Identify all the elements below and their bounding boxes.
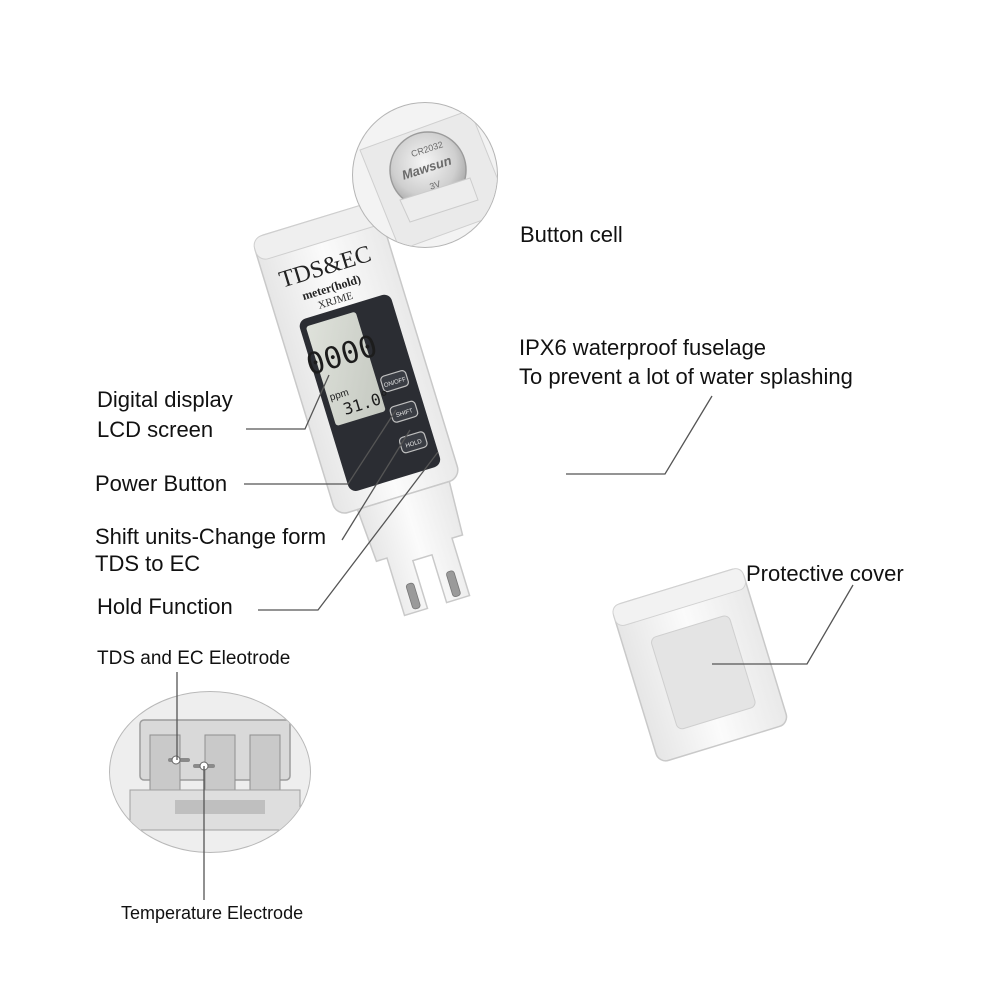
leader-waterproof (566, 395, 713, 475)
hold-button[interactable] (398, 431, 429, 454)
lcd-screen (306, 312, 386, 426)
protective-cover (612, 568, 788, 762)
label-button-cell: Button cell (520, 222, 623, 247)
lcd-unit: ppm (328, 387, 350, 403)
meter-stem (356, 480, 471, 617)
leader-power (244, 409, 397, 485)
label-temperature-electrode: Temperature Electrode (121, 903, 304, 923)
label-hold-function: Hold Function (97, 594, 233, 619)
label-display-line-2: LCD screen (97, 417, 214, 442)
power-button[interactable] (380, 370, 410, 393)
leader-display (246, 374, 330, 430)
electrode-pin-right (446, 570, 461, 598)
leader-cover (712, 584, 854, 665)
label-shift-line-1: Shift units-Change form (95, 524, 327, 549)
label-protective-cover: Protective cover (746, 561, 904, 586)
leader-shift (341, 429, 411, 541)
battery-inset: CR2032 Mawsun 3V (352, 102, 498, 248)
label-waterproof-line-1: IPX6 waterproof fuselage (519, 335, 767, 360)
leader-hold (258, 451, 439, 611)
shift-button-label: SHIFT (395, 408, 414, 419)
battery-text-voltage: 3V (428, 179, 442, 192)
leader-lines (176, 374, 854, 900)
label-shift-line-2: TDS to EC (95, 551, 201, 576)
electrode-inset (109, 691, 311, 853)
tds-electrode-pin (171, 755, 181, 765)
label-tds-ec-electrode: TDS and EC Eleotrode (97, 648, 291, 669)
label-display-line-1: Digital display (97, 387, 233, 412)
label-waterproof-line-2: To prevent a lot of water splashing (519, 364, 853, 389)
hold-button-label: HOLD (405, 439, 423, 450)
electrode-pin-left (405, 582, 421, 610)
shift-button[interactable] (389, 400, 419, 423)
label-power-button: Power Button (95, 471, 228, 496)
